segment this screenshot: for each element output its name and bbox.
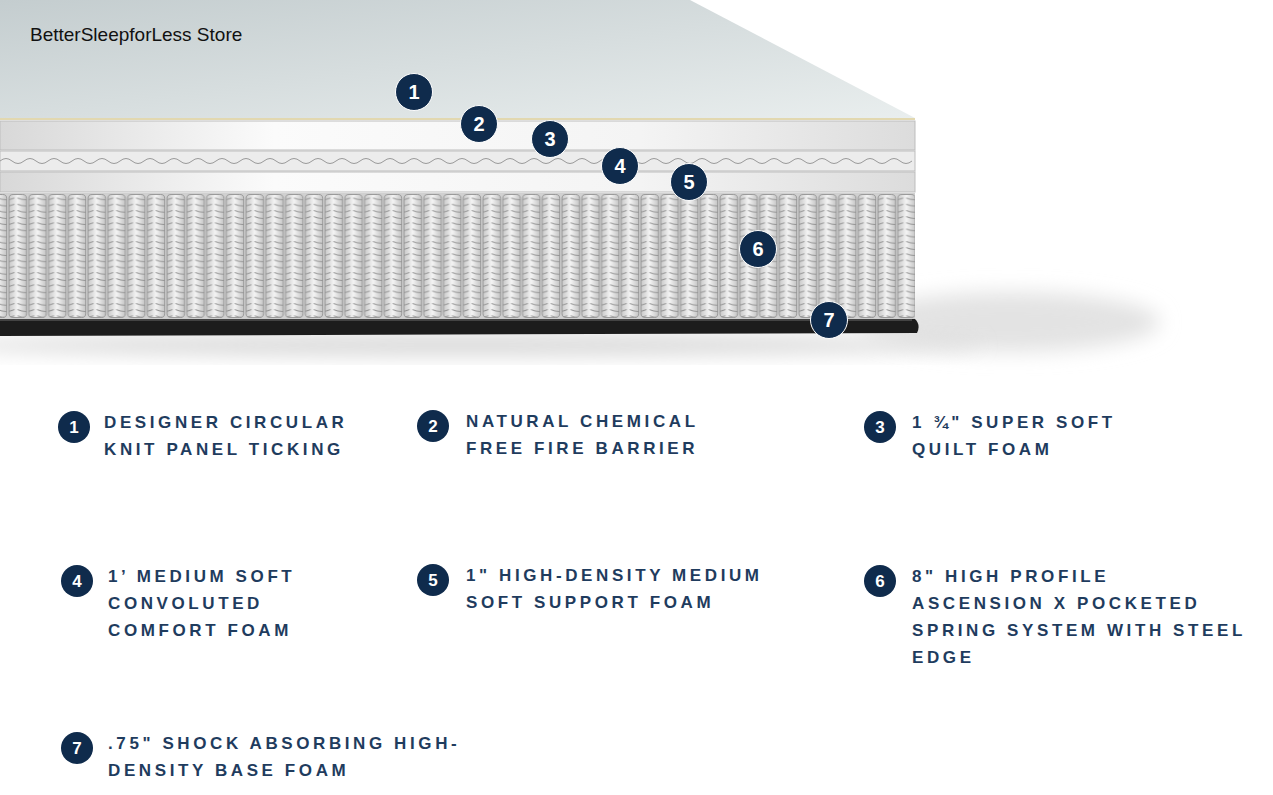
store-watermark: BetterSleepforLess Store [30, 24, 242, 46]
callout-number: 3 [875, 419, 884, 436]
callout-circle: 7 [810, 301, 848, 339]
callout-circle: 5 [417, 564, 449, 596]
legend-item: 2NATURAL CHEMICAL FREE FIRE BARRIER [417, 410, 766, 442]
callout-number: 4 [72, 573, 81, 590]
legend-item: 7.75" SHOCK ABSORBING HIGH-DENSITY BASE … [61, 732, 488, 764]
callout-number: 4 [614, 156, 625, 176]
callout-number: 7 [823, 310, 834, 330]
callout-number: 5 [428, 572, 437, 589]
layer-description: NATURAL CHEMICAL FREE FIRE BARRIER [466, 408, 766, 462]
callout-circle: 7 [61, 732, 93, 764]
callout-number: 1 [69, 419, 78, 436]
callout-circle: 5 [670, 163, 708, 201]
callout-circle: 6 [739, 230, 777, 268]
callout-number: 7 [72, 740, 81, 757]
layer-description: 8" HIGH PROFILE ASCENSION X POCKETED SPR… [912, 563, 1248, 671]
layer-description: .75" SHOCK ABSORBING HIGH-DENSITY BASE F… [108, 730, 488, 784]
callout-circle: 4 [61, 565, 93, 597]
callout-number: 2 [428, 418, 437, 435]
layer-description: DESIGNER CIRCULAR KNIT PANEL TICKING [104, 409, 394, 463]
callout-number: 6 [752, 239, 763, 259]
callout-circle: 6 [864, 565, 896, 597]
legend-item: 31 ¾" SUPER SOFT QUILT FOAM [864, 411, 1174, 443]
legend-item: 68" HIGH PROFILE ASCENSION X POCKETED SP… [864, 565, 1248, 597]
callout-circle: 3 [531, 120, 569, 158]
callout-circle: 3 [864, 411, 896, 443]
callout-circle: 1 [395, 73, 433, 111]
callout-circle: 2 [460, 105, 498, 143]
layer-description: 1’ MEDIUM SOFT CONVOLUTED COMFORT FOAM [108, 563, 358, 644]
legend-item: 41’ MEDIUM SOFT CONVOLUTED COMFORT FOAM [61, 565, 358, 597]
callout-circle: 2 [417, 410, 449, 442]
legend-item: 51" HIGH-DENSITY MEDIUM SOFT SUPPORT FOA… [417, 564, 818, 596]
callout-circle: 4 [601, 147, 639, 185]
callout-number: 3 [544, 129, 555, 149]
layer-description: 1" HIGH-DENSITY MEDIUM SOFT SUPPORT FOAM [466, 562, 818, 616]
callout-number: 2 [473, 114, 484, 134]
legend-item: 1DESIGNER CIRCULAR KNIT PANEL TICKING [58, 411, 394, 443]
callout-number: 1 [408, 82, 419, 102]
callout-number: 5 [683, 172, 694, 192]
layer-description: 1 ¾" SUPER SOFT QUILT FOAM [912, 409, 1174, 463]
callout-number: 6 [875, 573, 884, 590]
callout-circle: 1 [58, 411, 90, 443]
